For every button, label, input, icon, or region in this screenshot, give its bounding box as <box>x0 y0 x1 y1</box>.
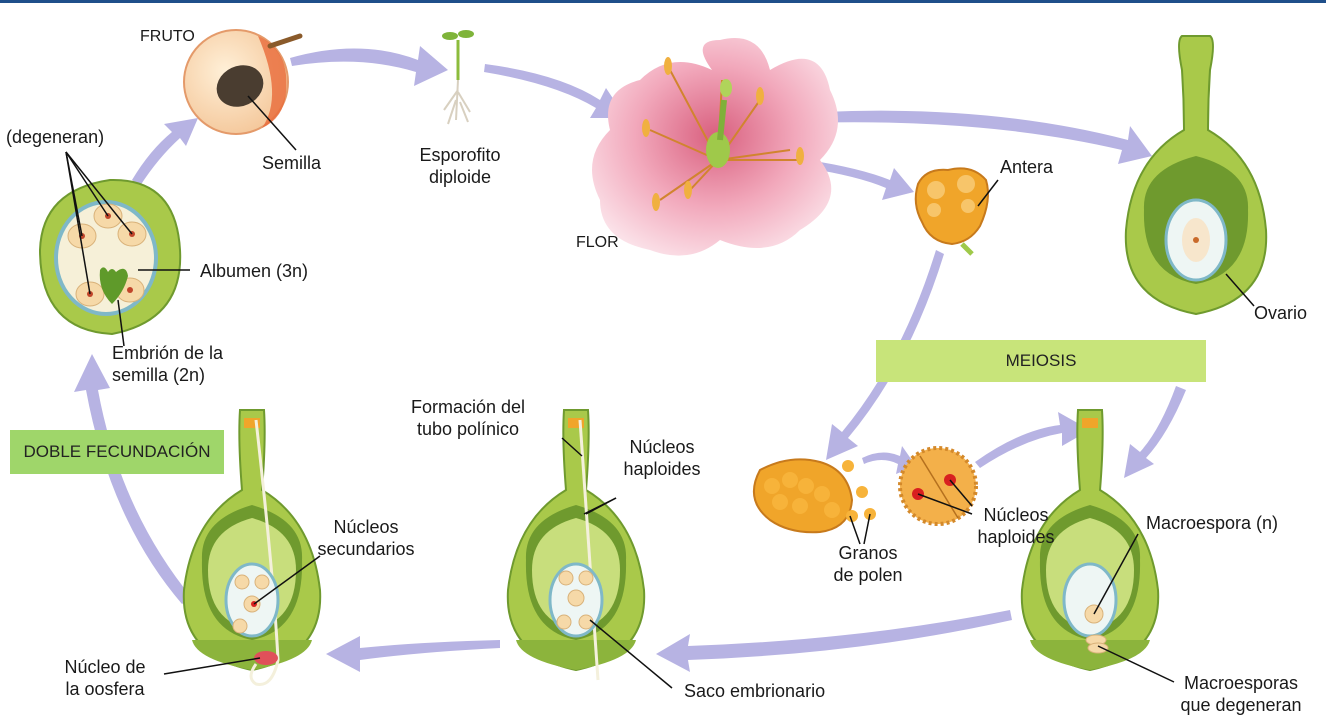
label-nh-tubo-line1: Núcleos <box>629 437 695 457</box>
label-macroesporas-degeneran: Macroesporas que degeneran <box>1166 672 1316 716</box>
label-nh-polen-line2: haploides <box>977 527 1055 547</box>
label-formacion-line1: Formación del <box>410 397 526 417</box>
label-embrion-line2: semilla (2n) <box>112 365 206 385</box>
pistil-embryo-sac <box>506 409 673 689</box>
label-ovario: Ovario <box>1254 303 1308 323</box>
label-nucleos-haploides-tubo: Núcleos haploides <box>612 436 712 480</box>
cycle-arrows <box>74 46 1186 672</box>
label-macroespora: Macroespora (n) <box>1146 513 1279 533</box>
pollen-illustration <box>752 446 978 545</box>
flower-illustration <box>592 38 838 256</box>
label-embrion: Embrión de la semilla (2n) <box>112 342 223 386</box>
label-esporofito-line2: diploide <box>428 167 492 187</box>
anther-illustration <box>914 167 999 256</box>
label-granos-line2: de polen <box>833 565 903 585</box>
label-ns-line1: Núcleos <box>333 517 399 537</box>
label-esporofito: Esporofito diploide <box>410 144 510 188</box>
pistil-macrospore <box>1020 409 1175 683</box>
label-nucleo-oosfera: Núcleo de la oosfera <box>50 656 160 700</box>
label-antera: Antera <box>1000 157 1054 177</box>
banner-meiosis: MEIOSIS <box>876 340 1206 382</box>
label-md-line1: Macroesporas <box>1183 673 1299 693</box>
label-no-line2: la oosfera <box>65 679 145 699</box>
label-nucleos-secundarios: Núcleos secundarios <box>306 516 426 560</box>
label-granos: Granos de polen <box>818 542 918 586</box>
label-degeneran: (degeneran) <box>6 127 105 147</box>
label-formacion: Formación del tubo polínico <box>398 396 538 440</box>
label-no-line1: Núcleo de <box>64 657 146 677</box>
label-esporofito-line1: Esporofito <box>419 145 501 165</box>
label-formacion-line2: tubo polínico <box>416 419 520 439</box>
seed-illustration <box>38 151 190 347</box>
pistil-fertilization <box>163 409 322 686</box>
label-albumen: Albumen (3n) <box>200 261 309 281</box>
ovary-illustration <box>1124 35 1268 316</box>
label-granos-line1: Granos <box>838 543 898 563</box>
sprout-illustration <box>442 30 474 125</box>
top-rule <box>0 0 1326 3</box>
label-fruto: FRUTO <box>140 28 195 45</box>
label-flor: FLOR <box>576 234 619 251</box>
label-ns-line2: secundarios <box>317 539 415 559</box>
banner-doble-fecundacion: DOBLE FECUNDACIÓN <box>10 430 224 474</box>
label-nucleos-haploides-polen: Núcleos haploides <box>966 504 1066 548</box>
label-md-line2: que degeneran <box>1180 695 1302 715</box>
label-nh-polen-line1: Núcleos <box>983 505 1049 525</box>
label-saco-embrionario: Saco embrionario <box>684 681 826 701</box>
fruit-illustration <box>183 29 303 151</box>
label-embrion-line1: Embrión de la <box>112 343 224 363</box>
label-semilla: Semilla <box>262 153 322 173</box>
label-nh-tubo-line2: haploides <box>623 459 701 479</box>
